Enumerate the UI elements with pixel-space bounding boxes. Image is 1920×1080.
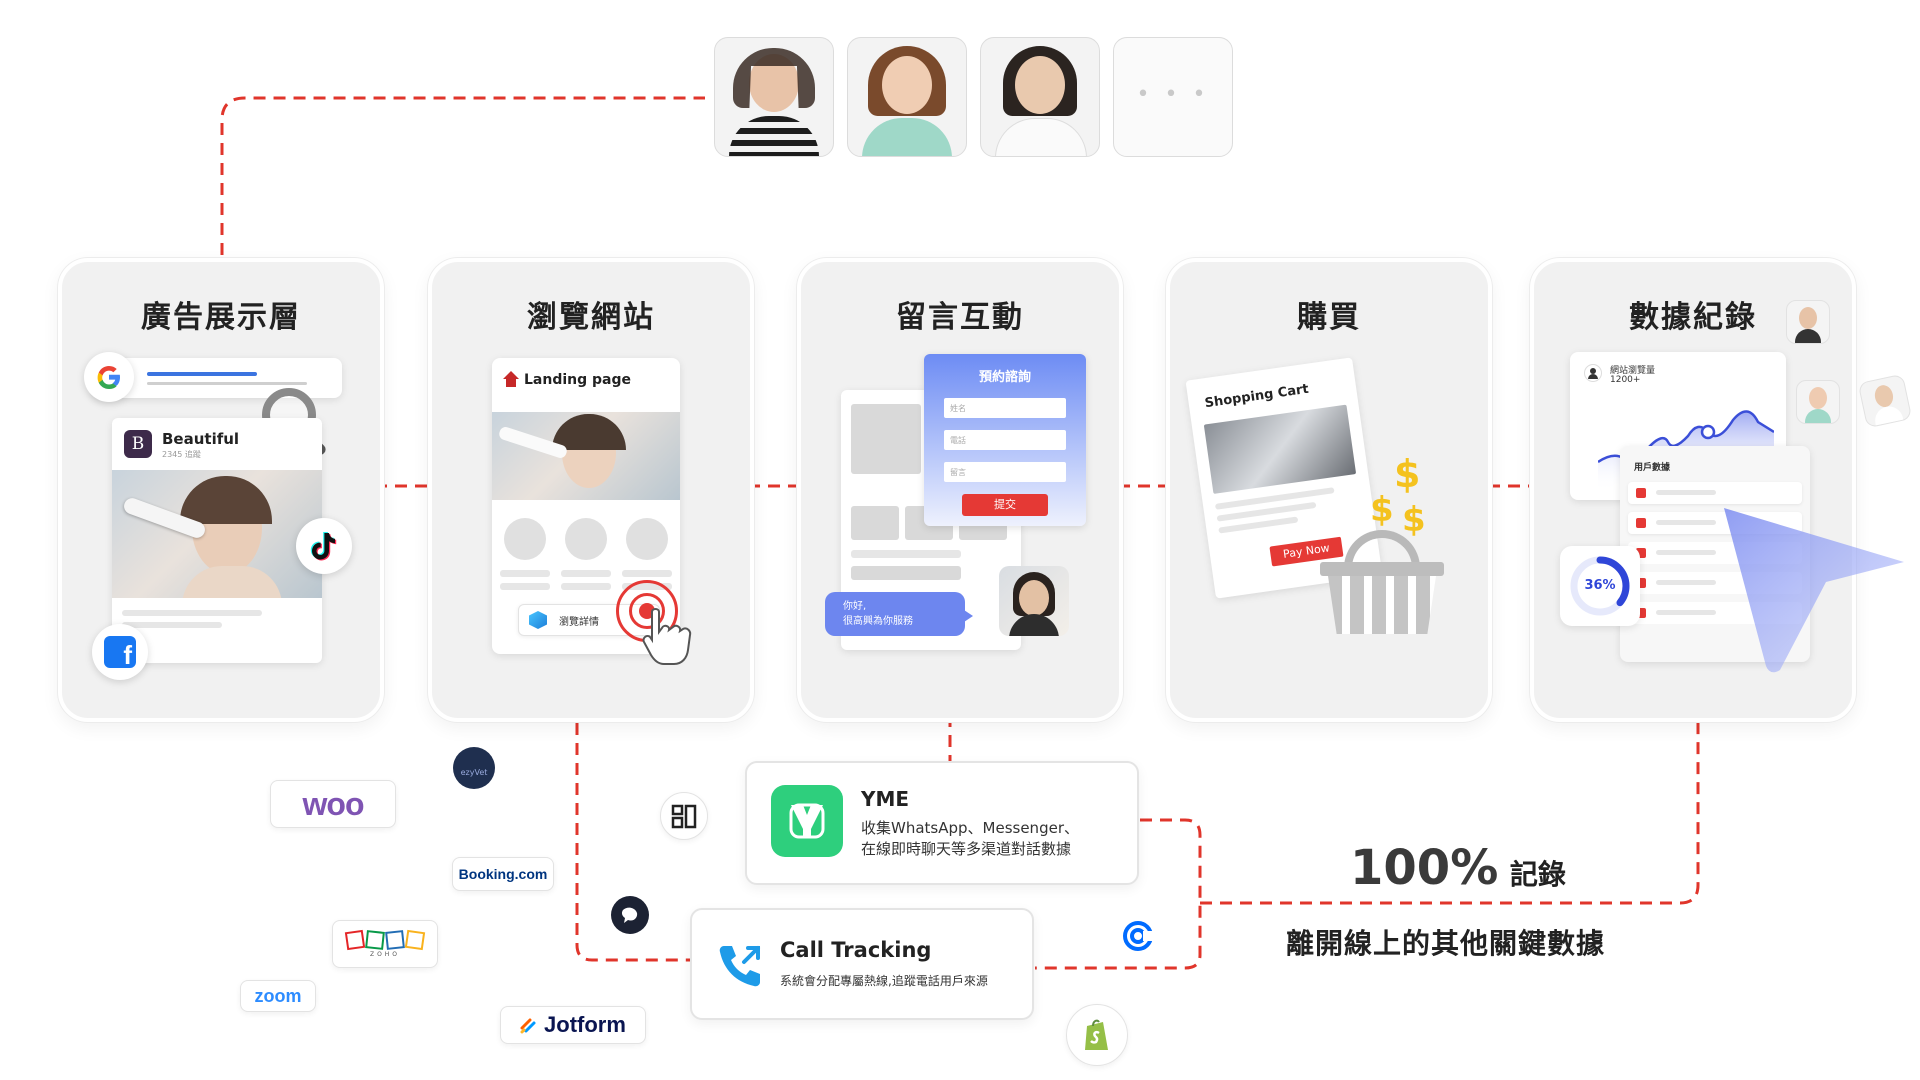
profile-name: Beautiful: [162, 430, 240, 448]
stage-card-browse: 瀏覽網站 Landing page 瀏覽詳情: [428, 258, 754, 722]
progress-label: 36%: [1584, 578, 1616, 593]
grid-app-icon: [660, 792, 708, 840]
landing-label: Landing page: [524, 372, 632, 388]
home-icon: [503, 371, 519, 387]
summary-heading: 100% 記錄: [1350, 840, 1566, 896]
name-field[interactable]: 姓名: [944, 398, 1066, 418]
more-avatars: • • •: [1113, 37, 1233, 157]
basket-icon: [1320, 530, 1444, 634]
booking-logo: Booking.com: [452, 857, 554, 891]
progress-ring: [1570, 556, 1630, 616]
call-tracking-card: Call Tracking 系統會分配專屬熱線,追蹤電話用戶來源: [690, 908, 1034, 1020]
cube-icon: [529, 611, 547, 629]
users-label: 用戶數據: [1634, 463, 1671, 473]
funnel-icon: [1724, 508, 1904, 673]
jotform-icon: [520, 1018, 536, 1034]
floating-avatar-2: [1796, 380, 1840, 424]
customer-avatar-3: [980, 37, 1100, 157]
yme-name: YME: [861, 787, 910, 811]
stage-card-comment: 留言互動 預約諮詢 姓名 電話 留言 提交 你好, 很高興為你服務: [797, 258, 1123, 722]
profile-followers: 2345 追蹤: [162, 450, 201, 459]
yme-desc-line1: 收集WhatsApp、Messenger、: [861, 819, 1079, 837]
progress-card: 36%: [1560, 546, 1640, 626]
dollar-icon: $: [1394, 452, 1421, 496]
floating-avatar-1: [1786, 300, 1830, 344]
phone-icon: [719, 946, 760, 987]
stage-card-purchase: 購買 Shopping Cart Pay Now $ $ $: [1166, 258, 1492, 722]
cart-label: Shopping Cart: [1203, 381, 1310, 412]
support-agent-photo: [999, 566, 1069, 636]
zoho-logo: ZOHO: [332, 920, 438, 968]
call-tracking-name: Call Tracking: [780, 938, 932, 962]
hand-cursor-icon: [642, 608, 692, 665]
visits-label: 網站瀏覽量: [1610, 366, 1656, 376]
chat-bubble: 你好, 很高興為你服務: [825, 592, 965, 636]
tiktok-icon: [296, 518, 352, 574]
stage-card-ads: 廣告展示層 B Beautiful 2345 追蹤 f: [58, 258, 384, 722]
user-icon: [1584, 364, 1602, 382]
bird-app-icon: [611, 896, 649, 934]
woo-logo: woo: [270, 780, 396, 828]
landing-photo: [492, 412, 680, 500]
phone-field[interactable]: 電話: [944, 430, 1066, 450]
message-field[interactable]: 留言: [944, 462, 1066, 482]
yme-desc-line2: 在線即時聊天等多渠道對話數據: [861, 840, 1072, 858]
jotform-logo: Jotform: [500, 1006, 646, 1044]
profile-logo: B: [124, 430, 152, 458]
summary-record: 記錄: [1509, 858, 1566, 891]
product-photo: [1203, 404, 1357, 494]
dollar-icon: $: [1402, 500, 1426, 540]
stage-title-ads: 廣告展示層: [141, 300, 301, 335]
submit-button[interactable]: 提交: [962, 494, 1048, 516]
form-title: 預約諮詢: [978, 370, 1031, 385]
summary-subtitle: 離開線上的其他關鍵數據: [1286, 927, 1606, 960]
customer-avatar-2: [847, 37, 967, 157]
appointment-form: 預約諮詢 姓名 電話 留言 提交: [924, 354, 1086, 526]
stage-card-data: 數據紀錄 網站瀏覽量 1200+ 用戶數據 36%: [1530, 258, 1904, 722]
stage-title-comment: 留言互動: [896, 300, 1024, 335]
ad-photo: [112, 470, 322, 598]
customer-avatar-1: [714, 37, 834, 157]
facebook-icon: f: [92, 624, 148, 680]
stage-title-browse: 瀏覽網站: [527, 300, 655, 335]
yme-logo-icon: [771, 785, 843, 857]
shopify-icon: [1066, 1004, 1128, 1066]
ezyvet-logo: ezyVet: [453, 747, 495, 789]
zoom-logo: zoom: [240, 980, 316, 1012]
stage-title-data: 數據紀錄: [1629, 300, 1757, 335]
calendly-icon: [1118, 916, 1158, 956]
more-dots: • • •: [1136, 82, 1210, 107]
yme-card: YME 收集WhatsApp、Messenger、 在線即時聊天等多渠道對話數據: [745, 761, 1139, 885]
summary-percent: 100%: [1350, 840, 1499, 896]
social-post: B Beautiful 2345 追蹤: [112, 418, 322, 663]
floating-avatar-3: [1857, 373, 1913, 429]
google-icon: [84, 352, 134, 402]
stage-title-purchase: 購買: [1297, 300, 1361, 335]
dollar-icon: $: [1370, 490, 1394, 530]
visits-value: 1200+: [1610, 375, 1641, 385]
call-tracking-desc: 系統會分配專屬熱線,追蹤電話用戶來源: [780, 974, 988, 988]
